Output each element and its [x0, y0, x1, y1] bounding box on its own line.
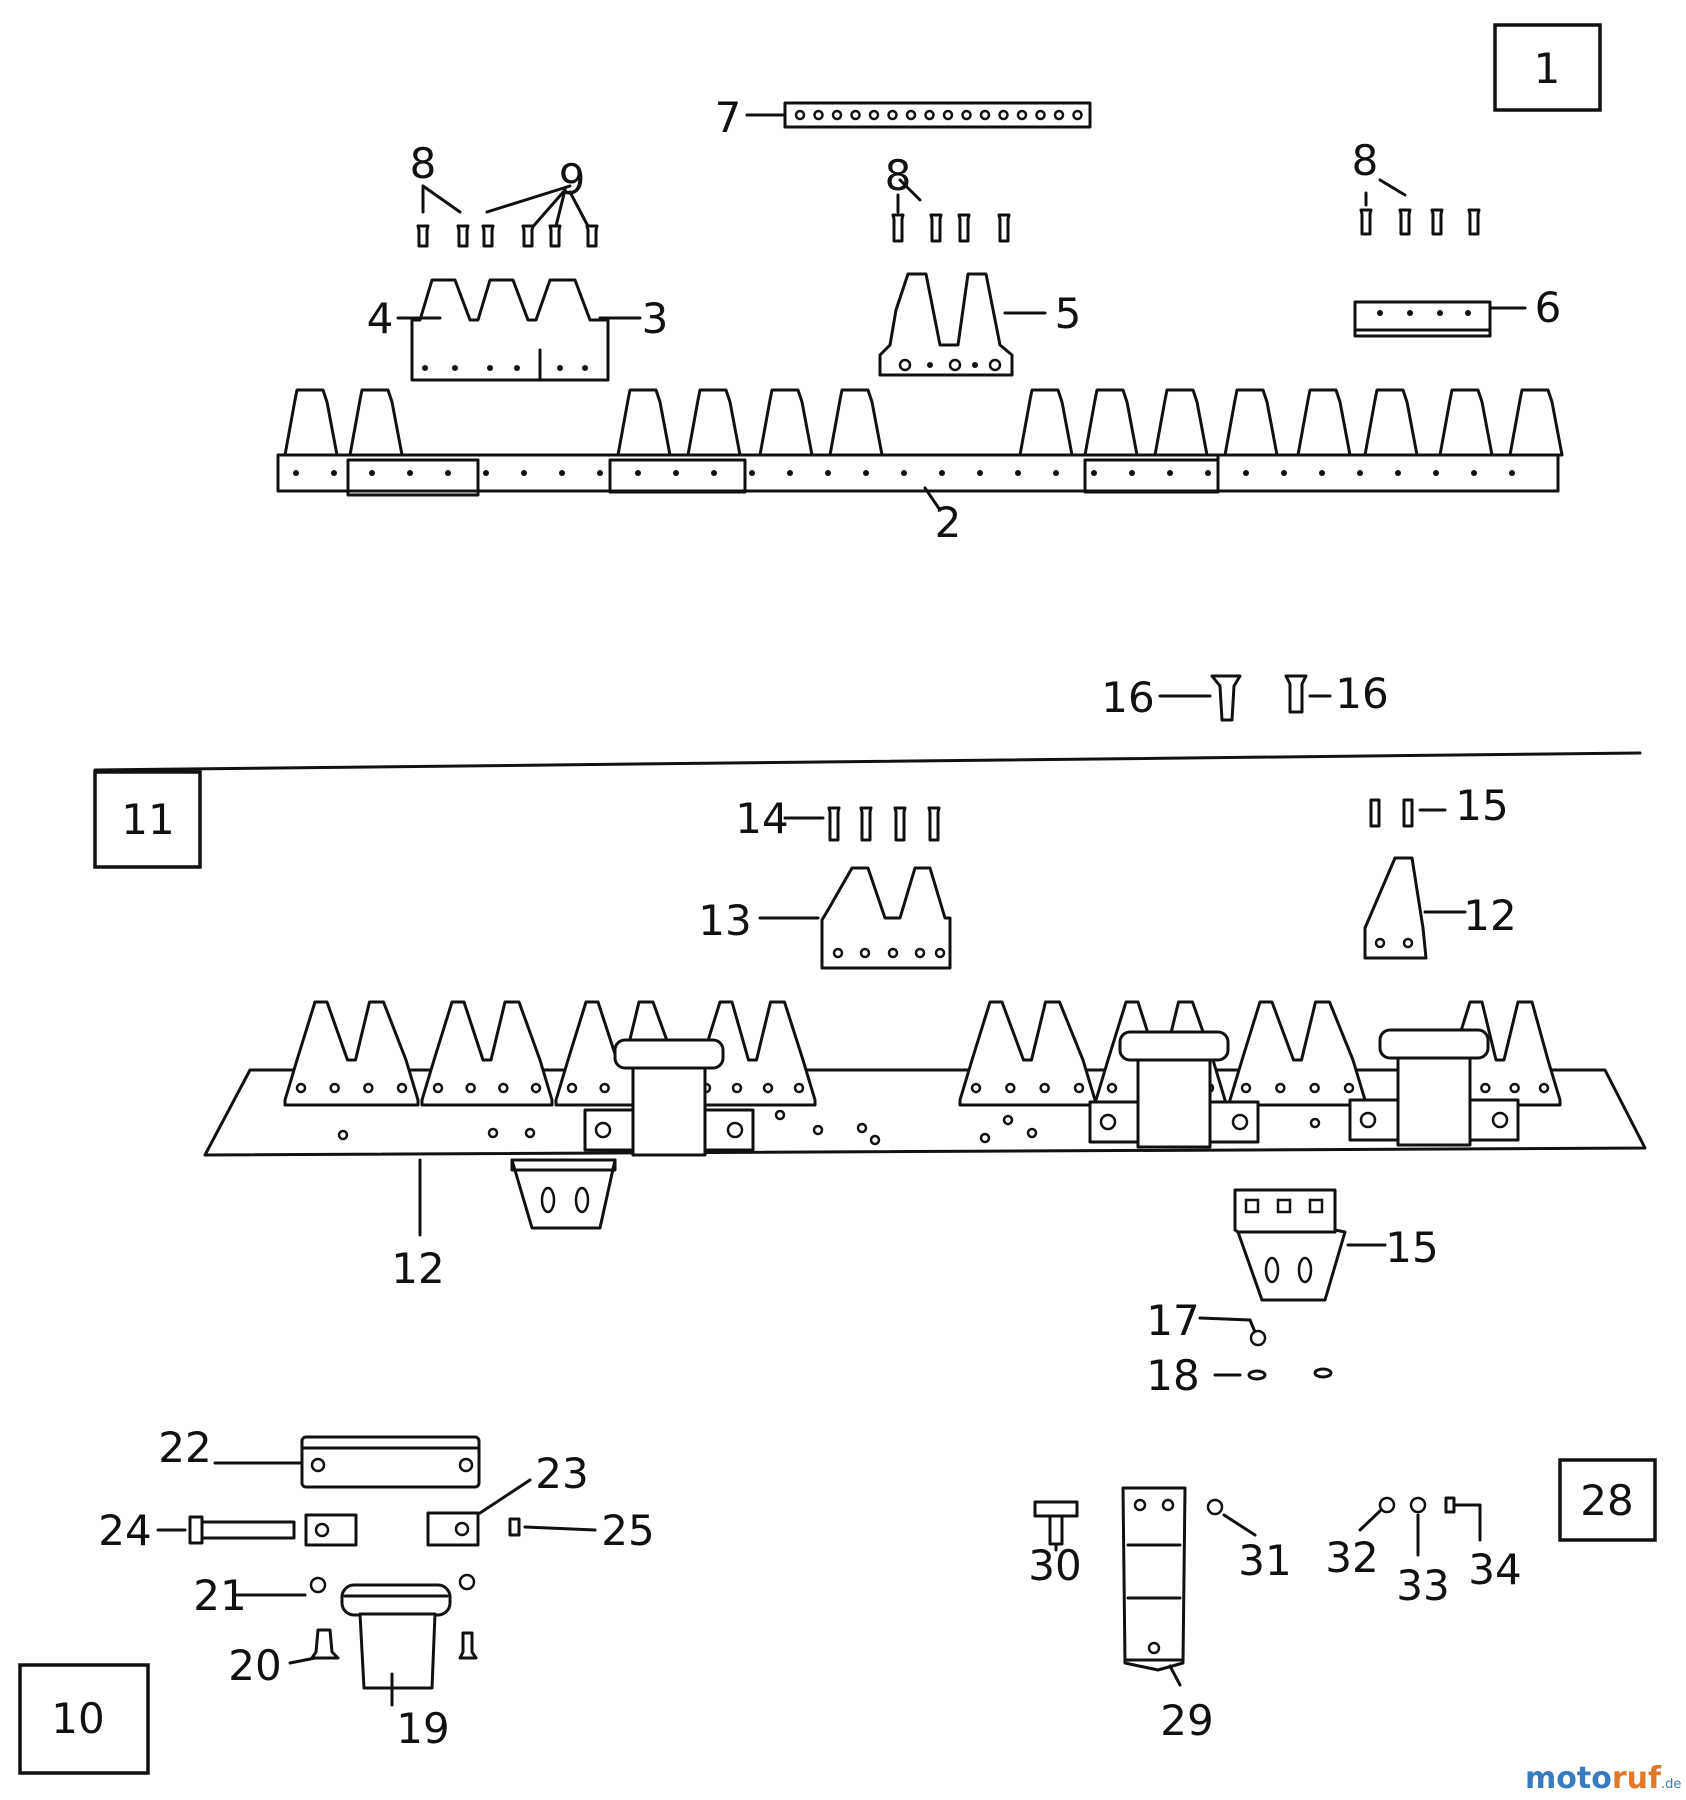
part-27-nut [508, 1517, 597, 1537]
callout-34: 34 [1468, 1545, 1521, 1594]
callout-32: 32 [1325, 1533, 1378, 1582]
callout-12: 12 [391, 1244, 444, 1293]
callout-19: 17 [1146, 1296, 1199, 1345]
callout-30: 30 [1028, 1541, 1081, 1590]
group-1-assembly: 1 7 8 9 8 8 [276, 23, 1602, 547]
rivets-group-right [1359, 178, 1481, 236]
callout-4: 4 [367, 294, 394, 343]
group-11-label: 11 [121, 795, 174, 844]
part-21-knife-guide [340, 1583, 452, 1707]
callout-6: 6 [1535, 283, 1562, 332]
callout-25: 23 [535, 1449, 588, 1498]
callout-15: 15 [1385, 1223, 1438, 1272]
part-30-bolt [1033, 1500, 1079, 1552]
callout-16-right: 15 [1455, 781, 1508, 830]
part-29-strap [1121, 1486, 1187, 1687]
part-31-washer [1206, 1498, 1257, 1537]
parts-32-33-34 [1358, 1496, 1482, 1557]
part-23-washer [233, 1573, 476, 1597]
part-15-bracket [1233, 1188, 1387, 1302]
group-1-label: 1 [1534, 44, 1561, 93]
callout-7: 7 [715, 93, 742, 142]
part-14-double-section [758, 866, 952, 970]
watermark-part1: moto [1525, 1761, 1612, 1796]
section-divider [93, 751, 1642, 772]
callout-5: 5 [1055, 289, 1082, 338]
callout-22: 20 [228, 1641, 281, 1690]
callout-21: 19 [396, 1704, 449, 1753]
watermark-part3: .de [1661, 1777, 1681, 1792]
callout-23: 21 [193, 1571, 246, 1620]
callout-8-right: 8 [1352, 136, 1379, 185]
callout-3: 3 [642, 294, 669, 343]
callout-2: 2 [935, 498, 962, 547]
rivets-group-left [416, 184, 599, 248]
callout-18: 16 [1101, 673, 1154, 722]
part-26-bolt [156, 1513, 358, 1547]
group-11-assembly: 11 14 15 13 12 [93, 770, 1647, 1400]
watermark-part2: ruf [1612, 1761, 1662, 1796]
callout-26: 24 [98, 1506, 151, 1555]
callout-29: 29 [1160, 1696, 1213, 1745]
group-28-assembly: 28 30 29 31 [1028, 1458, 1657, 1745]
part-13-single-section [1363, 856, 1467, 960]
part-5-double-section [878, 272, 1047, 377]
watermark-logo: motoruf.de [1525, 1761, 1681, 1796]
callout-31: 31 [1238, 1536, 1291, 1585]
rivets-group-middle [891, 178, 1011, 243]
part-4-3-knife-sections [396, 278, 642, 382]
callout-17: 16 [1335, 669, 1388, 718]
parts-17-18-bolts [1158, 674, 1332, 722]
part-22-bolt [288, 1628, 478, 1665]
rivets-16-right [1369, 798, 1447, 828]
part-7-rivet-strip [745, 101, 1092, 129]
callout-33: 33 [1396, 1561, 1449, 1610]
group-11-box [93, 770, 202, 869]
callout-13: 12 [1463, 891, 1516, 940]
svg-text:motoruf.de: motoruf.de [1525, 1761, 1681, 1796]
part-25-block [426, 1478, 532, 1547]
callout-9: 9 [559, 155, 586, 204]
callout-24: 22 [158, 1423, 211, 1472]
callout-8-left: 8 [410, 139, 437, 188]
callout-20: 18 [1146, 1351, 1199, 1400]
group-10-box [18, 1663, 150, 1775]
callout-16-left: 14 [735, 794, 788, 843]
group-28-box [1558, 1458, 1657, 1542]
rivets-16-left [783, 806, 941, 842]
group-10-label: 10 [51, 1694, 104, 1743]
part-12-cutter-bar [203, 1000, 1647, 1237]
part-6-plate [1353, 300, 1527, 338]
callout-8-middle: 8 [885, 151, 912, 200]
group-28-label: 28 [1580, 1476, 1633, 1525]
group-1-box [1493, 23, 1602, 112]
part-2-knife-bar [276, 388, 1564, 512]
callout-27: 25 [601, 1506, 654, 1555]
parts-19-20-nuts [1198, 1316, 1333, 1381]
callout-14: 13 [698, 896, 751, 945]
group-10-assembly: 10 22 24 23 25 [18, 1423, 655, 1775]
part-24-plate [213, 1435, 481, 1489]
